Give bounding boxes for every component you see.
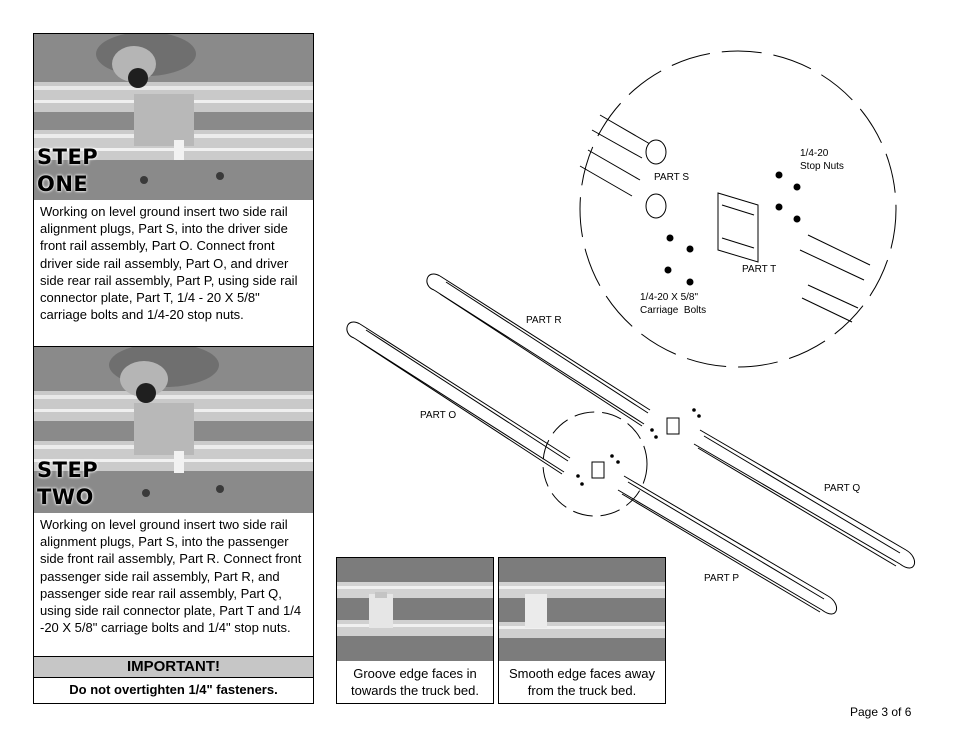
page-number: Page 3 of 6 [850, 705, 912, 719]
label-part-t: PART T [742, 264, 777, 275]
smooth-caption: Smooth edge faces away from the truck be… [509, 666, 655, 698]
label-part-s: PART S [654, 172, 690, 183]
label-bolts-line2: Carriage Bolts [640, 305, 707, 316]
label-part-q: PART Q [824, 483, 861, 494]
rail-part-o [346, 321, 571, 475]
smooth-photo [499, 558, 665, 661]
detail-rail-ends [799, 234, 871, 323]
groove-photo-box: Groove edge faces in towards the truck b… [336, 557, 494, 704]
step-one-title-line2: ONE [37, 172, 89, 196]
step-one-text: Working on level ground insert two side … [40, 204, 298, 323]
step-two-title-line2: TWO [37, 485, 94, 509]
important-note: Do not overtighten 1/4" fasteners. [69, 682, 278, 697]
left-column [33, 33, 314, 704]
smooth-photo-box: Smooth edge faces away from the truck be… [498, 557, 666, 704]
label-stop-nuts-line1: 1/4-20 [800, 148, 829, 159]
label-stop-nuts-line2: Stop Nuts [800, 161, 844, 172]
label-bolts-line1: 1/4-20 X 5/8" [640, 292, 699, 303]
detail-part-t [717, 192, 759, 263]
step-two-photo-art [34, 347, 313, 513]
step-one-photo-art [34, 34, 313, 200]
connector-plate-small-2 [591, 461, 605, 479]
detail-part-s [579, 114, 667, 219]
rail-part-r [426, 273, 651, 427]
step-one-title: STEP ONE [37, 144, 98, 198]
step-two-title: STEP TWO [37, 457, 98, 511]
step-two-title-line1: STEP [37, 458, 99, 482]
step-two-photo: STEP TWO [34, 347, 313, 513]
important-banner: IMPORTANT! [34, 656, 313, 678]
rail-part-q [693, 429, 915, 569]
label-part-p: PART P [704, 573, 740, 584]
exploded-diagram [346, 50, 915, 615]
detail-fasteners [664, 171, 801, 286]
small-fasteners [576, 408, 701, 486]
important-heading: IMPORTANT! [126, 658, 221, 675]
rail-part-p [617, 475, 837, 615]
detail-callout-circle [542, 411, 648, 517]
connector-plate-small-1 [666, 417, 680, 435]
detail-circle [579, 50, 897, 368]
label-part-o: PART O [420, 410, 457, 421]
groove-photo [337, 558, 493, 661]
groove-caption: Groove edge faces in towards the truck b… [351, 666, 479, 698]
step-two-text: Working on level ground insert two side … [40, 517, 302, 636]
label-part-r: PART R [526, 315, 562, 326]
step-one-title-line1: STEP [37, 145, 99, 169]
step-one-photo: STEP ONE [34, 34, 313, 200]
